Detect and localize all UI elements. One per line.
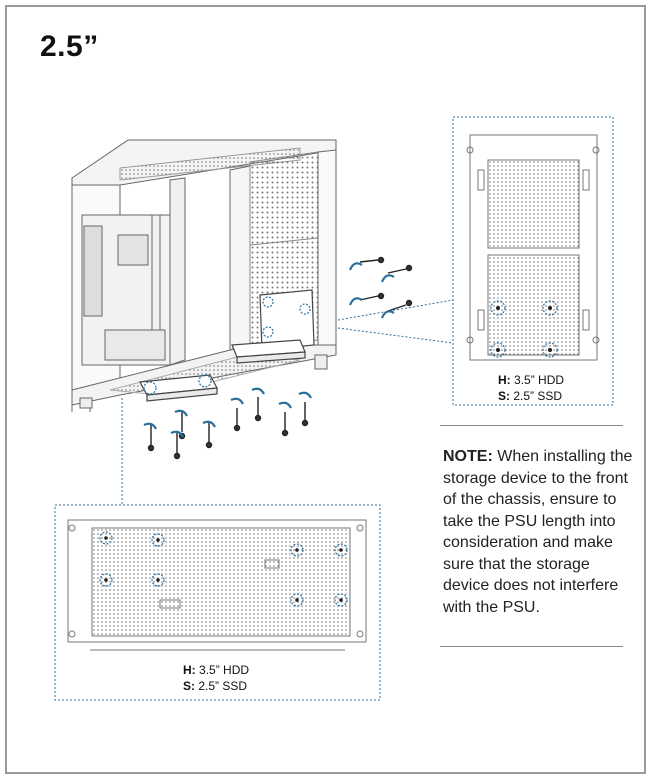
legend-bottom: H: 3.5” HDD S: 2.5” SSD [183, 662, 249, 694]
page-frame [5, 5, 646, 774]
page-title: 2.5” [40, 30, 99, 63]
screwdriver-arrows-front [348, 262, 395, 319]
legend-right-s-key: S: [498, 389, 510, 403]
legend-right-h-key: H: [498, 373, 511, 387]
callout-front-panel [452, 116, 614, 406]
screws-bottom [147, 397, 309, 460]
legend-right: H: 3.5” HDD S: 2.5” SSD [498, 372, 564, 404]
screws-front [359, 256, 413, 312]
screwdriver-arrows-bottom [143, 387, 312, 438]
legend-right-hdd: H: 3.5” HDD [498, 372, 564, 388]
ssd-drive-floor-rear [139, 374, 218, 402]
callout-leader-lines [121, 299, 454, 505]
legend-bottom-s-key: S: [183, 679, 195, 693]
note-rule-bottom [440, 646, 623, 647]
legend-bottom-s-value: 2.5” SSD [198, 679, 248, 693]
hdd-drive-front [259, 289, 315, 351]
note-text: When installing the storage device to th… [443, 448, 633, 616]
note-block: NOTE: When installing the storage device… [443, 446, 633, 618]
note-label: NOTE: [443, 448, 493, 465]
legend-bottom-hdd: H: 3.5” HDD [183, 662, 249, 678]
legend-bottom-ssd: S: 2.5” SSD [183, 678, 249, 694]
legend-right-ssd: S: 2.5” SSD [498, 388, 564, 404]
chassis-illustration [71, 139, 337, 412]
note-rule-top [440, 425, 623, 426]
callout-floor-panel [54, 504, 381, 701]
ssd-drive-floor-front [231, 339, 306, 364]
legend-right-h-value: 3.5” HDD [514, 373, 565, 387]
legend-bottom-h-key: H: [183, 663, 196, 677]
legend-bottom-h-value: 3.5” HDD [199, 663, 250, 677]
legend-right-s-value: 2.5” SSD [513, 389, 563, 403]
